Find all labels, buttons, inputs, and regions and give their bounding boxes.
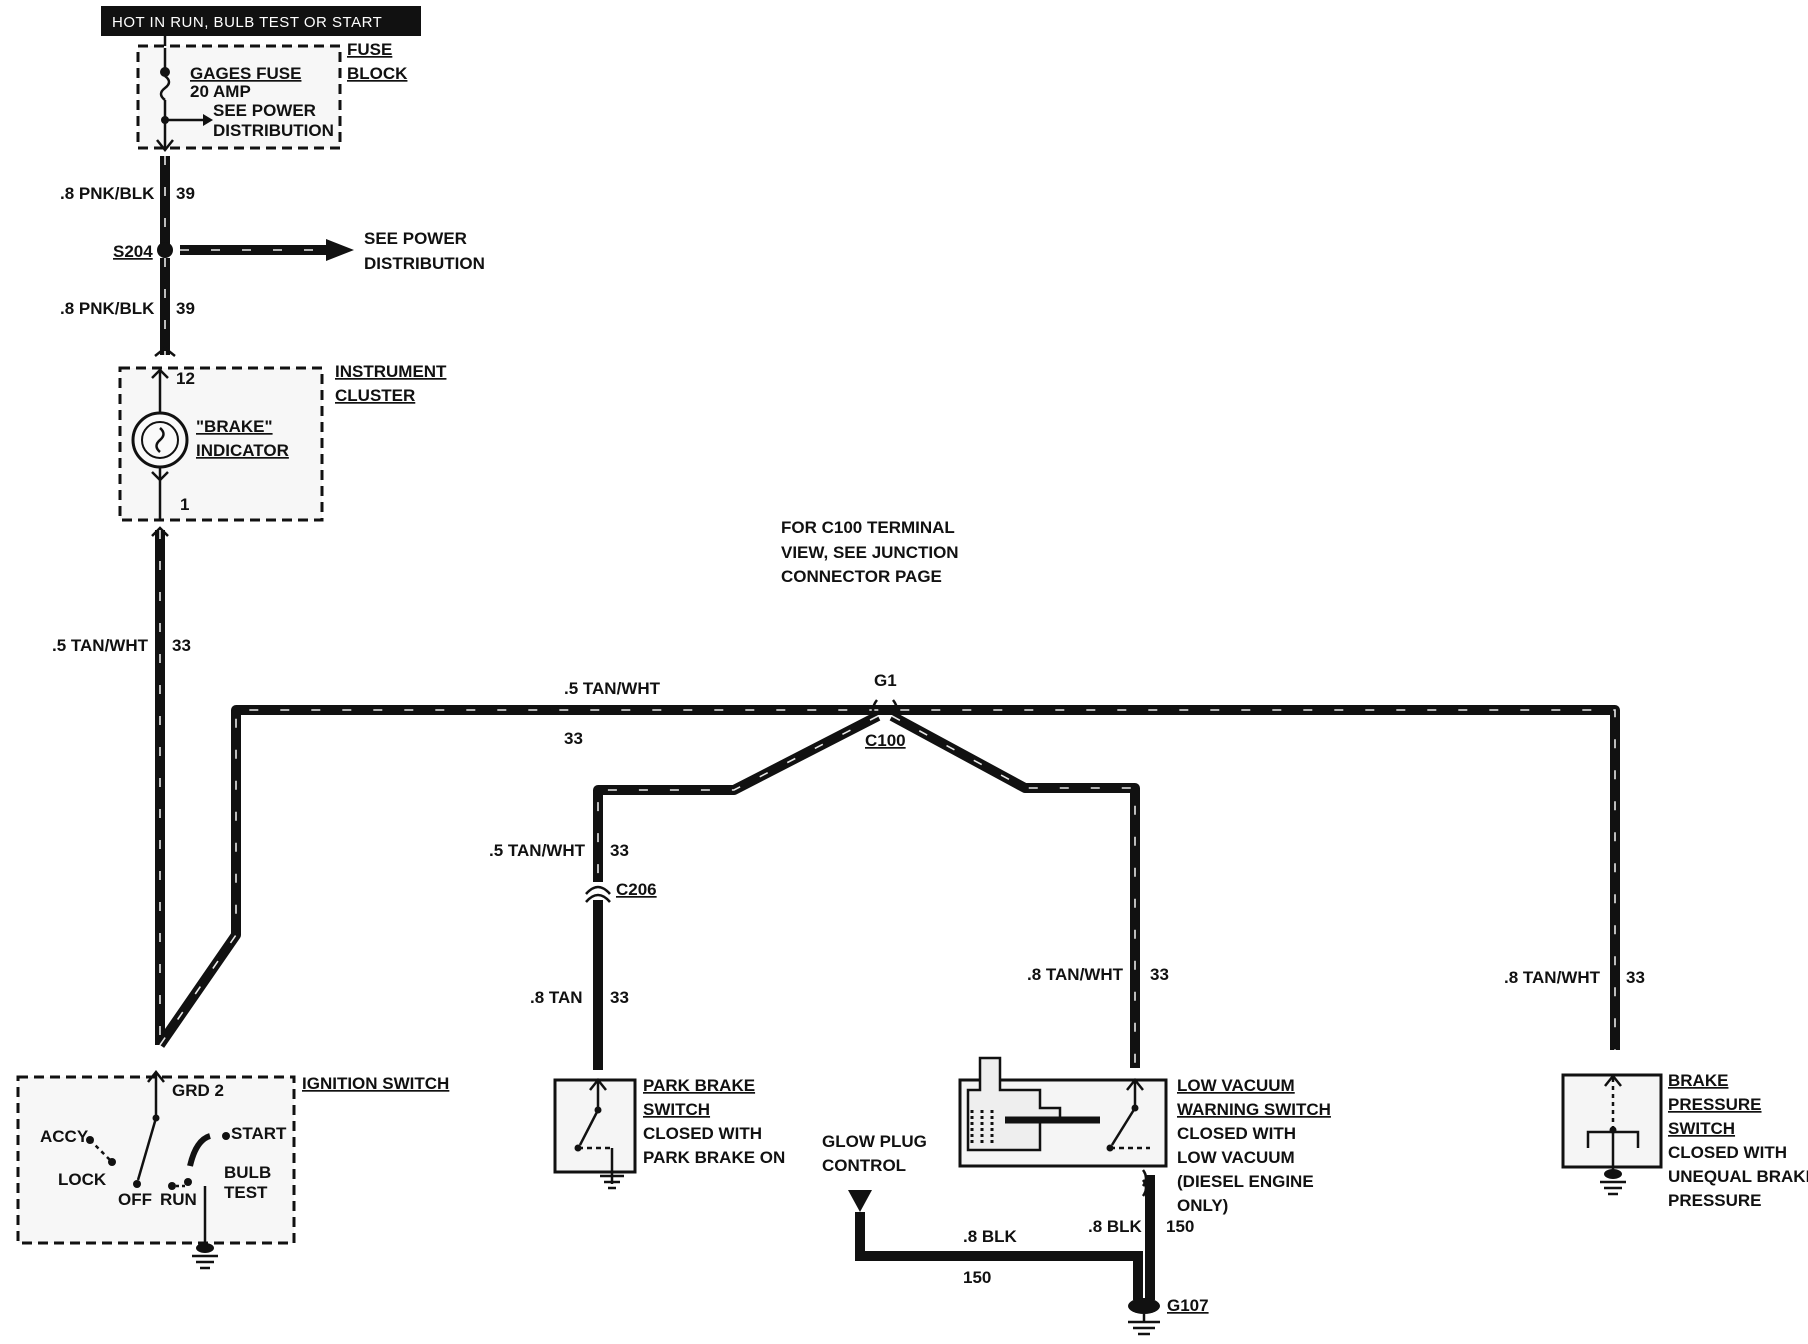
cluster-title-line2: CLUSTER	[335, 386, 415, 405]
park-lower-circuit: 33	[610, 988, 629, 1007]
c206-label: C206	[616, 880, 657, 899]
wire-39-upper-gauge: .8 PNK/BLK	[60, 184, 155, 203]
c206-connector	[585, 885, 611, 903]
header-banner	[101, 6, 421, 36]
pressure-line3: SWITCH	[1668, 1119, 1735, 1138]
vac-gnd-circuit: 150	[1166, 1217, 1194, 1236]
splice-see-line1: SEE POWER	[364, 229, 467, 248]
cluster-title-line1: INSTRUMENT	[335, 362, 447, 381]
splice-s204	[157, 242, 173, 258]
ignition-bulb: BULB	[224, 1163, 271, 1182]
low-vacuum-line2: WARNING SWITCH	[1177, 1100, 1331, 1119]
pressure-line1: BRAKE	[1668, 1071, 1728, 1090]
ignition-grd: GRD 2	[172, 1081, 224, 1100]
park-brake-switch-symbol	[574, 1077, 624, 1190]
wire-33-to-low-vacuum	[889, 711, 1140, 1068]
ignition-accy: ACCY	[40, 1127, 89, 1146]
wire-33-top-bus	[155, 705, 1620, 1050]
ignition-off: OFF	[118, 1190, 152, 1209]
indicator-line1: "BRAKE"	[196, 417, 273, 436]
low-vacuum-line4: LOW VACUUM	[1177, 1148, 1295, 1167]
cluster-pin-bottom: 1	[180, 495, 189, 514]
fuse-block-title-line1: FUSE	[347, 40, 392, 59]
fuse-block-title-line2: BLOCK	[347, 64, 408, 83]
wire-150-glow-plug	[855, 1212, 1143, 1300]
low-vacuum-line1: LOW VACUUM	[1177, 1076, 1295, 1095]
pressure-line4: CLOSED WITH	[1668, 1143, 1787, 1162]
low-vacuum-line3: CLOSED WITH	[1177, 1124, 1296, 1143]
junction-g1: G1	[874, 671, 897, 690]
cluster-pin-top: 12	[176, 369, 195, 388]
indicator-line2: INDICATOR	[196, 441, 289, 460]
wire-33-left-gauge: .5 TAN/WHT	[52, 636, 149, 655]
glow-gauge: .8 BLK	[963, 1227, 1018, 1246]
wire-33-cluster-to-ignition	[151, 526, 169, 1045]
note-line1: FOR C100 TERMINAL	[781, 518, 955, 537]
press-circuit: 33	[1626, 968, 1645, 987]
vac-circuit: 33	[1150, 965, 1169, 984]
wire-150-vac-ground	[1141, 1169, 1155, 1300]
wire-33-left-circuit: 33	[172, 636, 191, 655]
gages-fuse-symbol	[156, 48, 213, 153]
splice-branch-wire	[180, 239, 354, 261]
glow-plug-line1: GLOW PLUG	[822, 1132, 927, 1151]
header-text: HOT IN RUN, BULB TEST OR START	[112, 14, 382, 31]
g107-ground-symbol	[1128, 1298, 1160, 1336]
wire-33-top-circuit: 33	[564, 729, 583, 748]
ignition-test: TEST	[224, 1183, 268, 1202]
wire-39-upper-circuit: 39	[176, 184, 195, 203]
low-vacuum-switch-body	[958, 1056, 1168, 1168]
fuse-rating: 20 AMP	[190, 82, 251, 101]
brake-indicator-bulb	[131, 368, 189, 520]
splice-name: S204	[113, 242, 153, 261]
g107-label: G107	[1167, 1296, 1209, 1315]
ignition-start: START	[231, 1124, 287, 1143]
wire-33-to-c206	[593, 711, 881, 882]
fuse-name: GAGES FUSE	[190, 64, 301, 83]
brake-pressure-switch-symbol	[1586, 1073, 1640, 1196]
pressure-line2: PRESSURE	[1668, 1095, 1762, 1114]
glow-plug-line2: CONTROL	[822, 1156, 906, 1175]
low-vacuum-line5: (DIESEL ENGINE	[1177, 1172, 1314, 1191]
ignition-run: RUN	[160, 1190, 197, 1209]
fuse-see-line1: SEE POWER	[213, 101, 316, 120]
wire-33-top-gauge: .5 TAN/WHT	[564, 679, 661, 698]
splice-see-line2: DISTRIBUTION	[364, 254, 485, 273]
pressure-line5: UNEQUAL BRAKE	[1668, 1167, 1808, 1186]
vac-gauge: .8 TAN/WHT	[1027, 965, 1124, 984]
pressure-line6: PRESSURE	[1668, 1191, 1762, 1210]
park-upper-gauge: .5 TAN/WHT	[489, 841, 586, 860]
fuse-see-line2: DISTRIBUTION	[213, 121, 334, 140]
park-upper-circuit: 33	[610, 841, 629, 860]
fuse-block-box	[136, 44, 342, 150]
wire-39-lower-circuit: 39	[176, 299, 195, 318]
park-brake-switch-box	[553, 1078, 637, 1174]
ignition-switch-symbol	[86, 1069, 230, 1270]
ignition-title: IGNITION SWITCH	[302, 1074, 449, 1093]
vac-gnd-gauge: .8 BLK	[1088, 1217, 1143, 1236]
glow-circuit: 150	[963, 1268, 991, 1287]
park-brake-line3: CLOSED WITH	[643, 1124, 762, 1143]
wire-39-lower	[154, 258, 176, 357]
ignition-lock: LOCK	[58, 1170, 107, 1189]
junction-c100: C100	[865, 731, 906, 750]
glow-plug-connector-icon	[848, 1190, 872, 1212]
park-lower-gauge: .8 TAN	[530, 988, 583, 1007]
park-brake-line2: SWITCH	[643, 1100, 710, 1119]
press-gauge: .8 TAN/WHT	[1504, 968, 1601, 987]
note-line2: VIEW, SEE JUNCTION	[781, 543, 959, 562]
note-line3: CONNECTOR PAGE	[781, 567, 942, 586]
low-vacuum-line6: ONLY)	[1177, 1196, 1228, 1215]
wire-39-lower-gauge: .8 PNK/BLK	[60, 299, 155, 318]
park-brake-line4: PARK BRAKE ON	[643, 1148, 785, 1167]
park-brake-line1: PARK BRAKE	[643, 1076, 755, 1095]
